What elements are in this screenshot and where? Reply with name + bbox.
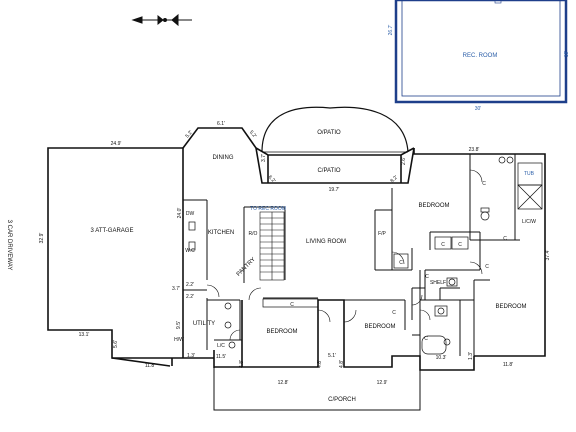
interior-walls (183, 154, 520, 356)
dim-5-1: 5.1' (328, 353, 336, 359)
bedroom-e-label: BEDROOM (495, 304, 526, 310)
kitchen-label: KITCHEN (208, 230, 234, 236)
lcw-label: L/C/W (522, 219, 536, 225)
dim-3-7a: 3.7' (261, 154, 267, 162)
dim-19-7: 19.7' (329, 187, 340, 193)
dim-2-2a: 2.2' (186, 282, 194, 288)
dishwasher-label: DW (186, 211, 195, 217)
dim-23-8: 23.8' (469, 147, 480, 153)
rec-room-width: 30' (475, 106, 482, 112)
room-labels: 3 ATT-GARAGE 3 CAR DRIVEWAY DINING KITCH… (6, 130, 527, 403)
dim-5-2b: 5.2' (248, 129, 258, 139)
closet-c-4: C (503, 236, 507, 242)
closet-c-1: C (441, 242, 445, 248)
closet-c-9: C (482, 181, 486, 187)
garage-label: 3 ATT-GARAGE (91, 228, 134, 234)
dim-12-8: 12.8' (278, 380, 289, 386)
dimension-labels: 24.9' 32.9' 13.1' 5.6' 11.8' 1.3' 6.1' 5… (39, 121, 551, 386)
ro-label: R/O (249, 231, 258, 237)
door-swings (206, 169, 483, 341)
rec-room-label: REC. ROOM (463, 53, 498, 59)
wc-label: W.C (185, 248, 195, 254)
dim-4-8a: 4.8' (239, 360, 245, 368)
dim-6-1: 6.1' (217, 121, 225, 127)
dim-garage-notch: 5.6' (113, 340, 119, 348)
closet-c-3: C (399, 260, 403, 266)
exterior-walls (47, 127, 546, 371)
dim-4-8b: 4.8' (317, 360, 323, 368)
stairs (259, 211, 285, 281)
living-room-label: LIVING ROOM (306, 239, 346, 245)
dining-label: DINING (213, 155, 234, 161)
porch-label: C/PORCH (328, 397, 356, 403)
dim-1-3b: 1.3' (468, 352, 474, 360)
dim-4-8c: 4.8' (339, 360, 345, 368)
pantry-label: PANTRY (236, 257, 257, 278)
fixture-labels: DW W.C R/O F/P TUB L/C/W SHELF H/W L/C T… (174, 171, 536, 349)
rec-room: REC. ROOM 30' 26.7' 18' (388, 0, 570, 112)
dim-5-2a: 5.2' (184, 129, 194, 139)
dim-11-5: 11.5' (216, 354, 226, 360)
dim-12-9: 12.9' (377, 380, 388, 386)
dim-garage-height: 32.9' (39, 233, 45, 244)
tub-label: TUB (524, 171, 535, 177)
closet-c-6: C (392, 310, 396, 316)
hw-label: H/W (174, 337, 184, 343)
lc-label: L/C (217, 343, 225, 349)
bedroom-s2-label: BEDROOM (364, 324, 395, 330)
bedroom-ne-label: BEDROOM (418, 203, 449, 209)
driveway-label: 3 CAR DRIVEWAY (6, 220, 12, 271)
rec-room-height: 26.7' (388, 25, 394, 36)
dim-garage-width: 24.9' (111, 141, 122, 147)
fireplace-label: F/P (378, 231, 386, 237)
dim-8-2: 8.2' (389, 174, 399, 184)
rec-room-side: 18' (564, 51, 570, 58)
north-arrow-icon (131, 13, 192, 27)
dim-garage-bottom: 13.1' (79, 332, 90, 338)
closet-c-7: C (425, 274, 429, 280)
dim-2-2b: 2.2' (186, 294, 194, 300)
closet-boxes (262, 236, 469, 308)
open-patio-outline (261, 106, 409, 153)
utility-label: UTILITY (193, 321, 215, 327)
dim-10-3: 10.3' (436, 355, 447, 361)
closet-c-2: C (458, 242, 462, 248)
dim-6-2: 6.2' (267, 174, 277, 184)
covered-patio-label: C/PATIO (317, 168, 340, 174)
dim-37-4: 37.4' (545, 250, 551, 261)
dim-24-0: 24.0' (177, 208, 183, 219)
dim-11-8-left: 11.8' (145, 363, 155, 369)
open-patio-label: O/PATIO (317, 130, 341, 136)
closet-c-5: C (290, 302, 294, 308)
to-rec-room-label: TO REC ROOM (250, 206, 286, 212)
dim-3-7b: 3.7' (172, 286, 180, 292)
bath-fixtures (188, 156, 543, 355)
closet-c-10: C (424, 336, 428, 342)
shelf-label: SHELF (430, 280, 446, 286)
dim-2-6: 2.6' (401, 157, 407, 165)
bedroom-s1-label: BEDROOM (266, 329, 297, 335)
dim-1-3: 1.3' (187, 353, 195, 359)
dim-9-5: 9.5' (176, 321, 182, 329)
covered-porch (213, 367, 421, 411)
closet-c-8: C (485, 264, 489, 270)
dim-11-8-right: 11.8' (503, 362, 513, 368)
